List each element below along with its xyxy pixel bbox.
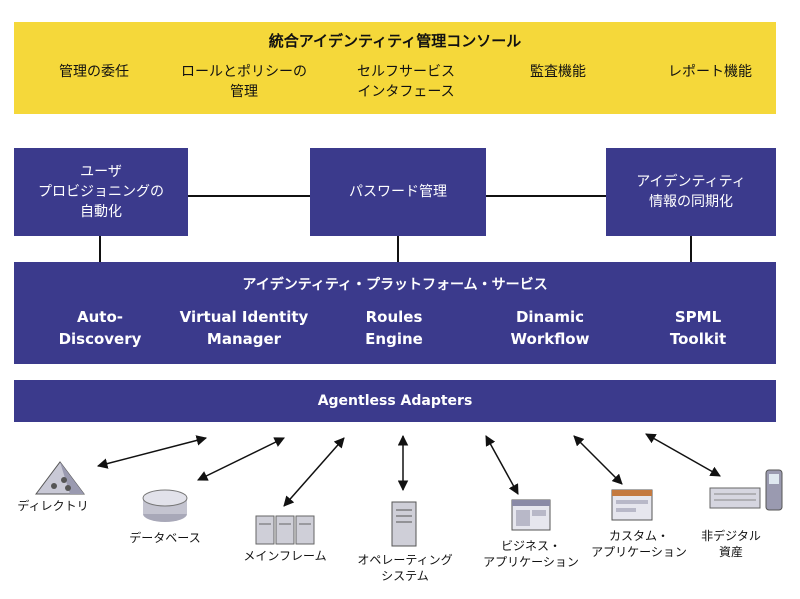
resource-label-custom-app: カスタム・アプリケーション <box>591 529 687 559</box>
resource-label-business-app: ビジネス・アプリケーション <box>483 539 579 569</box>
console-title: 統合アイデンティティ管理コンソール <box>268 32 522 50</box>
mainframe-icon <box>255 515 315 545</box>
custom-app-icon <box>611 489 653 521</box>
resource-label-mainframe: メインフレーム <box>243 549 327 563</box>
console-item-self-service: セルフサービスインタフェース <box>357 64 455 100</box>
service-auto-discovery: Auto-Discovery <box>58 308 142 348</box>
resource-label-database: データベース <box>129 531 201 545</box>
resource-label-non-digital: 非デジタル資産 <box>701 529 761 559</box>
platform-services: アイデンティティ・プラットフォーム・サービス Auto-Discovery Vi… <box>14 262 776 364</box>
management-console: 統合アイデンティティ管理コンソール 管理の委任 ロールとポリシーの管理 セルフサ… <box>14 22 776 114</box>
module-sync: アイデンティティ 情報の同期化 <box>606 148 776 236</box>
platform-title: アイデンティティ・プラットフォーム・サービス <box>242 277 548 293</box>
resource-label-os: オペレーティングシステム <box>357 553 453 583</box>
arrow-mainframe <box>283 437 345 507</box>
module-password: パスワード管理 <box>310 148 486 236</box>
console-item-role-policy: ロールとポリシーの管理 <box>181 64 307 100</box>
directory-icon <box>35 461 85 495</box>
console-item-audit: 監査機能 <box>530 64 586 80</box>
resource-label-directory: ディレクトリ <box>17 499 89 513</box>
database-icon <box>142 489 188 522</box>
non-digital-asset-icon <box>709 469 783 511</box>
business-app-icon <box>511 499 551 531</box>
arrow-custom-app <box>573 435 623 485</box>
arrow-directory <box>96 435 208 469</box>
server-icon <box>391 501 417 547</box>
module-provisioning: ユーザ プロビジョニングの 自動化 <box>14 148 188 236</box>
arrow-business-app <box>485 435 519 495</box>
agentless-adapters: Agentless Adapters <box>14 380 776 422</box>
arrow-database <box>197 437 285 481</box>
console-item-delegation: 管理の委任 <box>59 64 129 80</box>
arrow-non-digital <box>645 433 721 477</box>
console-item-report: レポート機能 <box>668 64 752 80</box>
